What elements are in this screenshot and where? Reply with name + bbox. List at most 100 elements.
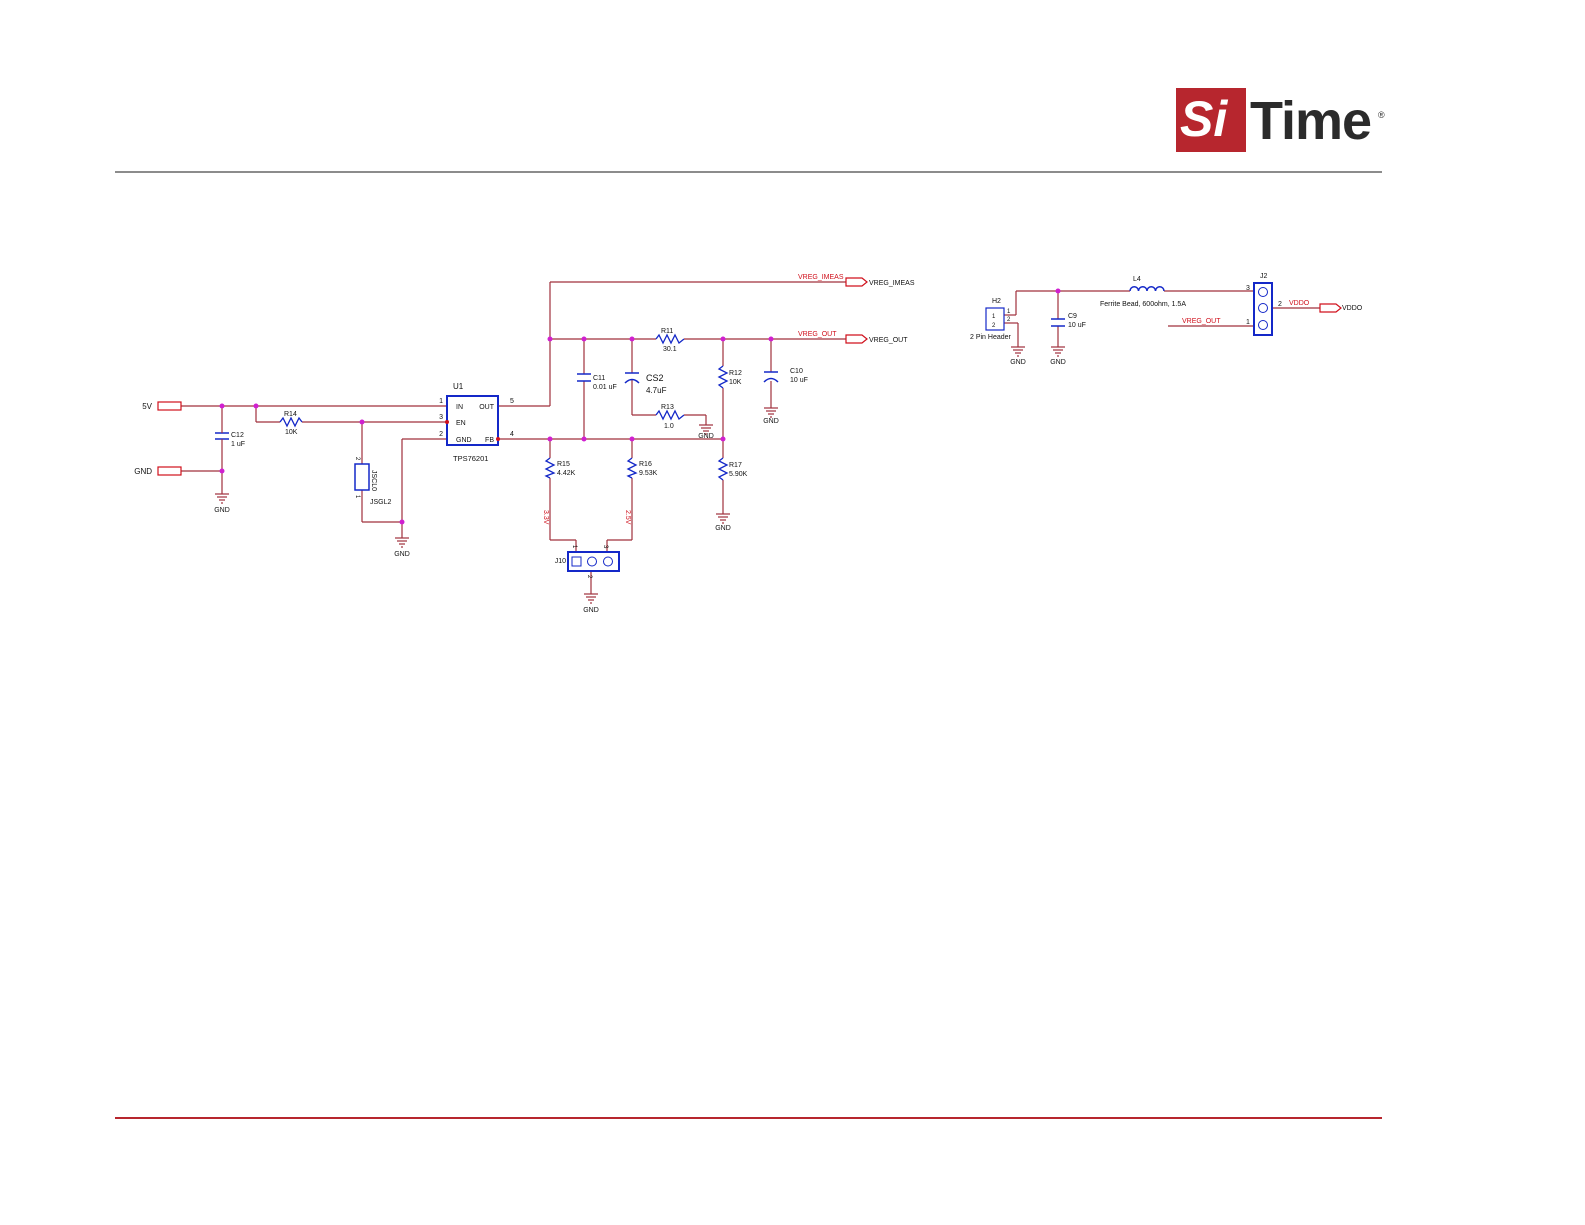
resistor-r13: R13 1.0 xyxy=(655,404,685,430)
jumper-label: JSGL2 xyxy=(370,499,392,506)
cs2-ref: CS2 xyxy=(646,373,664,383)
regulator-u1: U1 TPS76201 IN EN GND OUT FB 1 3 2 5 4 xyxy=(439,382,514,463)
junction-dot xyxy=(547,436,553,442)
junction-dot xyxy=(581,336,587,342)
c12-ref: C12 xyxy=(231,432,244,439)
wires-left xyxy=(181,281,846,594)
r17-ref: R17 xyxy=(729,462,742,469)
junction-dot xyxy=(581,436,587,442)
c12-value: 1 uF xyxy=(231,441,245,448)
junction-dot xyxy=(629,436,635,442)
h2-ref: H2 xyxy=(992,298,1001,305)
header-divider xyxy=(115,171,1382,173)
r12-value: 10K xyxy=(729,379,742,386)
connector-j2: J2 3 2 1 xyxy=(1246,273,1282,336)
resistor-r14: R14 10K xyxy=(279,411,303,436)
c11-value: 0.01 uF xyxy=(593,384,617,391)
capacitor-c11: C11 0.01 uF xyxy=(577,373,617,391)
r11-value: 30.1 xyxy=(663,346,677,353)
r14-ref: R14 xyxy=(284,411,297,418)
c11-ref: C11 xyxy=(593,375,605,382)
u1-pinnum-out: 5 xyxy=(510,398,514,405)
junction-dot xyxy=(359,419,365,425)
u1-part: TPS76201 xyxy=(453,454,488,463)
port-5v: 5V xyxy=(142,401,182,411)
logo-red-box xyxy=(1176,88,1246,152)
junction-dot xyxy=(547,336,553,342)
u1-pin-fb: FB xyxy=(485,437,494,444)
netflag-vreg-imeas: VREG_IMEAS VREG_IMEAS xyxy=(798,274,915,287)
r16-value: 9.53K xyxy=(639,470,658,477)
net-label-3v3: 3.3V xyxy=(542,510,549,525)
gnd-label-c10: GND xyxy=(763,418,779,425)
j10-pin3: 3 xyxy=(602,545,608,549)
capacitor-c9: C9 10 uF xyxy=(1051,313,1086,329)
c9-ref: C9 xyxy=(1068,313,1077,320)
port-gnd: GND xyxy=(134,466,182,476)
logo-text-time: Time xyxy=(1250,91,1372,151)
h2-pin1-num: 1 xyxy=(1007,309,1011,315)
u1-pin-fb-dot xyxy=(496,437,500,441)
resistor-r15: R15 4.42K xyxy=(544,457,576,479)
netflag-vreg-out: VREG_OUT VREG_OUT xyxy=(798,331,908,344)
gnd-label-r17: GND xyxy=(715,525,731,532)
junction-dot xyxy=(253,403,259,409)
c9-value: 10 uF xyxy=(1068,322,1086,329)
resistor-r17: R17 5.90K xyxy=(717,457,748,481)
capacitor-c10: C10 10 uF xyxy=(763,368,808,384)
port-gnd-label: GND xyxy=(134,467,152,476)
ground-symbol-u1 xyxy=(395,537,409,548)
gnd-label-c9: GND xyxy=(1050,359,1066,366)
r15-ref: R15 xyxy=(557,461,570,468)
net-label-2v5: 2.5V xyxy=(624,510,631,525)
junction-dot xyxy=(720,336,726,342)
c10-value: 10 uF xyxy=(790,377,808,384)
junction-dot xyxy=(629,336,635,342)
h2-pin1-inner: 1 xyxy=(992,314,996,320)
junctions xyxy=(219,288,1061,525)
jumper-ref: JSCL0 xyxy=(370,470,377,491)
h2-pin2-inner: 2 xyxy=(992,323,996,329)
resistor-r16: R16 9.53K xyxy=(626,457,658,479)
jumper-jsgl2: JSCL0 2 1 JSGL2 xyxy=(354,457,392,506)
u1-pin-gnd: GND xyxy=(456,437,472,444)
r12-ref: R12 xyxy=(729,370,742,377)
r16-ref: R16 xyxy=(639,461,652,468)
port-5v-label: 5V xyxy=(142,402,152,411)
u1-pinnum-en: 3 xyxy=(439,414,443,421)
jumper-pin-bottom: 1 xyxy=(354,495,360,499)
ground-symbol-r13 xyxy=(699,424,713,435)
wires-right xyxy=(1004,290,1320,347)
gnd-label-j10: GND xyxy=(583,607,599,614)
u1-pinnum-gnd: 2 xyxy=(439,431,443,438)
j2-pin3: 3 xyxy=(1246,285,1250,292)
j2-pin2: 2 xyxy=(1278,301,1282,308)
ground-symbol-j10 xyxy=(584,593,598,604)
gnd-label-h2: GND xyxy=(1010,359,1026,366)
ground-symbol-r17 xyxy=(716,513,730,524)
resistor-r12: R12 10K xyxy=(717,365,742,389)
jumper-pin-top: 2 xyxy=(354,457,360,461)
gnd-label-c12: GND xyxy=(214,507,230,514)
vreg-out-netlabel: VREG_OUT xyxy=(798,331,837,338)
r11-ref: R11 xyxy=(661,328,673,335)
u1-pin-out: OUT xyxy=(479,404,495,411)
resistor-r11: R11 30.1 xyxy=(655,328,685,353)
j10-pin1: 1 xyxy=(571,545,577,549)
j2-pin1: 1 xyxy=(1246,319,1250,326)
gnd-label-r13: GND xyxy=(698,433,714,440)
connector-j10: J10 1 3 2 xyxy=(555,545,620,579)
ground-symbols xyxy=(215,346,1065,604)
junction-dot xyxy=(768,336,774,342)
vreg-imeas-port: VREG_IMEAS xyxy=(869,280,915,287)
l4-value: Ferrite Bead, 600ohm, 1.5A xyxy=(1100,301,1186,308)
junction-dot xyxy=(219,468,225,474)
gnd-label-u1: GND xyxy=(394,551,410,558)
netflag-vddo: VDDO VDDO xyxy=(1289,300,1363,313)
vreg-out-netlabel-right: VREG_OUT xyxy=(1182,318,1221,325)
logo-registered-mark: ® xyxy=(1378,110,1385,120)
junction-dot xyxy=(219,403,225,409)
ground-symbol-c10 xyxy=(764,407,778,418)
